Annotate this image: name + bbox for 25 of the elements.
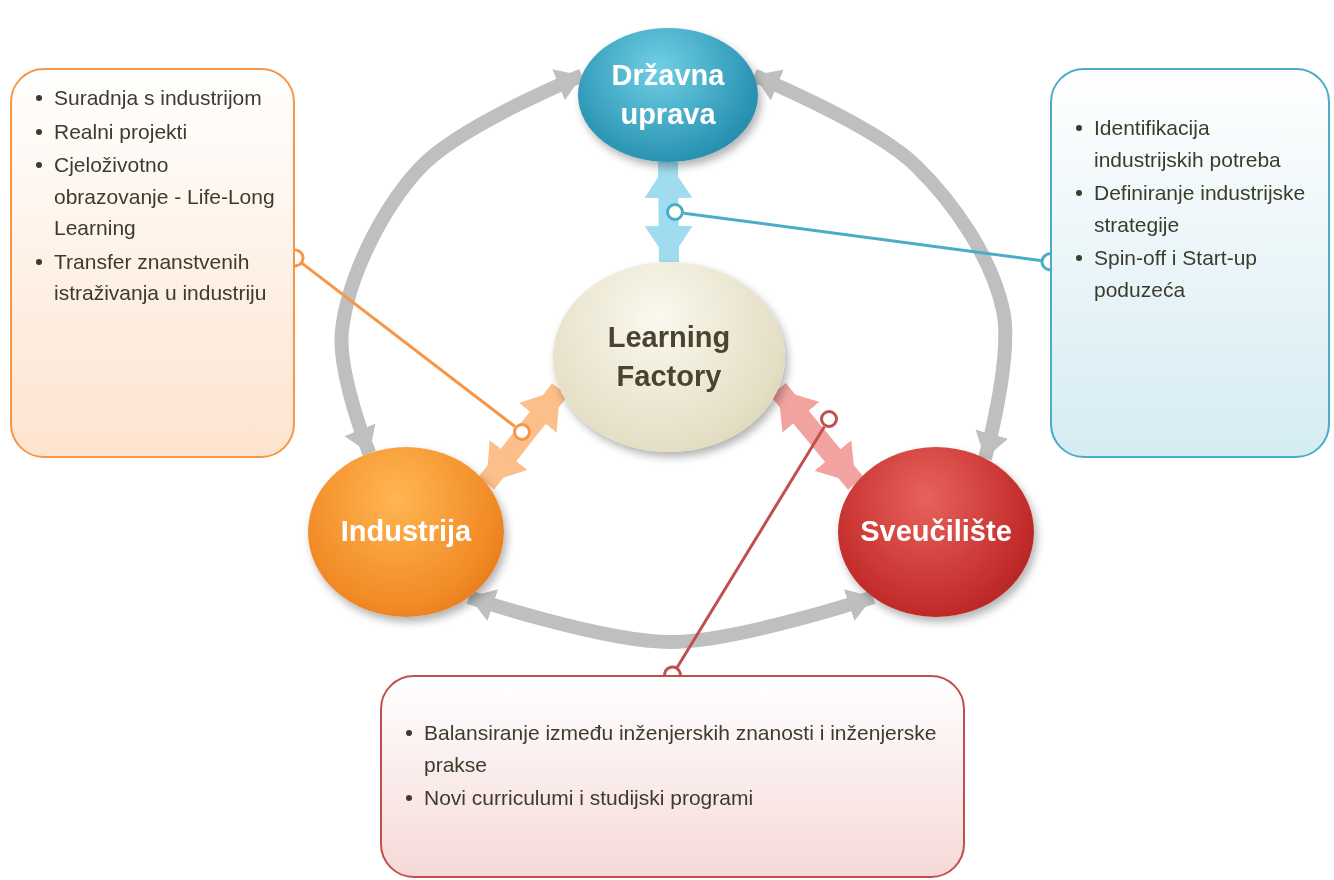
callout-box: [10, 68, 295, 458]
bullet-item: Suradnja s industrijom: [54, 85, 263, 111]
callout-box: [1050, 68, 1330, 458]
double-arrow: [770, 383, 864, 490]
double-arrow: [334, 68, 585, 456]
bullet-item: Identifikacija industrijskih potreba: [1094, 115, 1282, 173]
bullet-item: Cjeloživotno obrazovanje - Life-Long Learning: [54, 152, 276, 241]
bullet-item: Transfer znanstvenih istraživanja u industriju: [54, 248, 268, 306]
node-label: Learning Factory: [606, 319, 732, 394]
circle-marker: [820, 410, 838, 428]
bullet-item: Balansiranje između inženjerskih znanosti i inženjerske prakse: [424, 720, 938, 778]
bullet-item: Spin-off i Start-up poduzeća: [1094, 245, 1259, 303]
double-arrow: [644, 161, 693, 263]
double-arrow: [751, 68, 1013, 461]
double-arrow: [466, 589, 876, 649]
circle-marker: [666, 203, 684, 221]
bullet-item: Definiranje industrijske strategije: [1094, 180, 1307, 238]
circle-marker: [513, 423, 531, 441]
double-arrow: [478, 383, 568, 490]
bullet-item: Novi curriculumi i studijski programi: [424, 785, 755, 811]
node-label: Industrija: [339, 514, 473, 550]
node-label: Državna uprava: [610, 57, 726, 132]
node-label: Sveučilište: [859, 514, 1013, 550]
bullet-item: Realni projekti: [54, 118, 189, 145]
callout-box: [380, 675, 965, 878]
